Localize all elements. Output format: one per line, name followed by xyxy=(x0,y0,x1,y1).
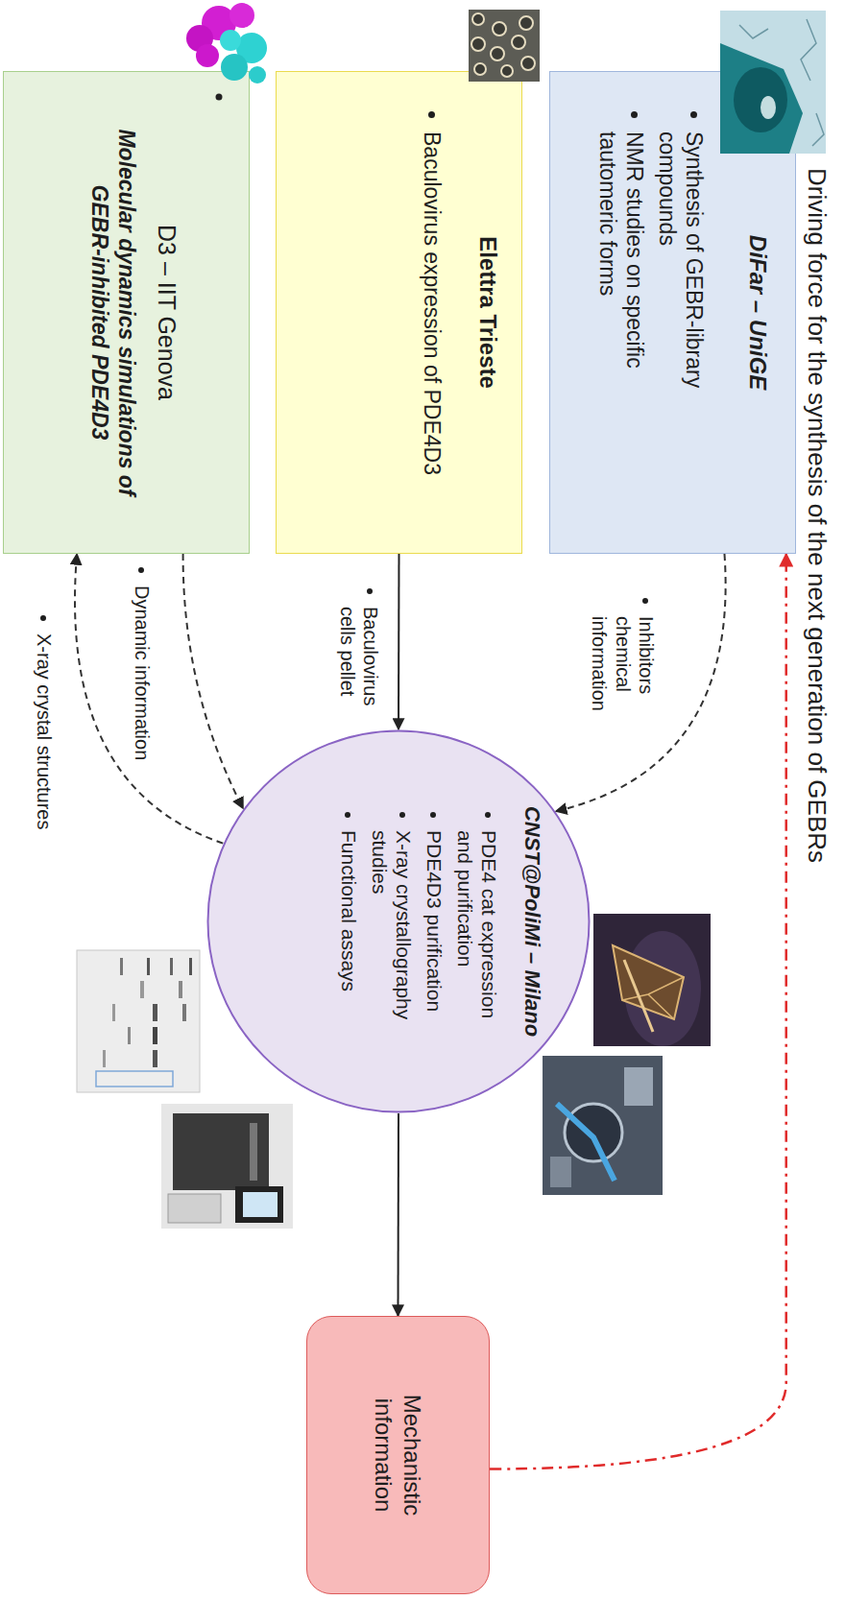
photo-ground xyxy=(593,914,711,1047)
bullet-item: Baculovirus expression of PDE4D3 xyxy=(418,131,446,534)
cell xyxy=(519,16,533,30)
bullet-item: Synthesis of GEBR-library compounds xyxy=(653,131,708,449)
cell xyxy=(492,22,507,36)
connector-arrow xyxy=(397,554,401,730)
gel-band xyxy=(146,958,150,976)
protein-blob xyxy=(219,29,242,51)
vial-shine xyxy=(760,96,776,120)
lab-box: DiFar – UniGE Synthesis of GEBR-library c… xyxy=(549,71,797,555)
gel-band xyxy=(127,1027,131,1045)
connector-arrow xyxy=(555,554,726,812)
cell xyxy=(490,47,505,61)
crystal-photo xyxy=(593,914,711,1047)
box-body: Molecular dynamics simulations of GEBR-i… xyxy=(86,125,141,501)
gel-band xyxy=(152,1004,158,1022)
gel-band xyxy=(112,1004,116,1022)
cells-picture xyxy=(468,9,540,82)
photo-ground xyxy=(161,1104,293,1230)
bullet-item: PDE4 cat expression and purification xyxy=(452,830,502,1052)
connector-arrow xyxy=(397,1113,401,1317)
gel-ground xyxy=(76,950,200,1093)
protein-blob xyxy=(195,44,219,68)
connector-arrow xyxy=(74,554,223,845)
instrument-display xyxy=(242,1192,278,1218)
box-heading: DiFar – UniGE xyxy=(744,91,773,534)
cell xyxy=(501,65,513,77)
protein-blob xyxy=(248,66,266,84)
lab-circle: CNST@PoliMi – Milano PDE4 cat expression … xyxy=(206,729,591,1114)
lab-box: D3 – IIT Genova Molecular dynamics simula… xyxy=(2,71,250,555)
box-heading: D3 – IIT Genova xyxy=(152,91,183,534)
photo-ground xyxy=(542,1056,663,1196)
gel-band xyxy=(189,958,193,976)
result-box: Mechanistic information xyxy=(306,1316,490,1595)
lab-box: Elettra Trieste Baculovirus expression of… xyxy=(275,71,523,555)
instrument-screen xyxy=(235,1186,284,1224)
instrument-photo xyxy=(161,1104,293,1230)
protein-blob xyxy=(220,53,248,81)
gel-band xyxy=(102,1050,106,1068)
gel-band xyxy=(182,1004,187,1022)
connector-arrow xyxy=(183,554,244,809)
device-part xyxy=(624,1067,653,1107)
edge-label: Inhibitors chemical information xyxy=(587,616,658,761)
edge-label: X-ray crystal structures xyxy=(32,633,56,894)
edge-label: Driving force for the synthesis of the n… xyxy=(800,168,832,1273)
gel-band xyxy=(152,1050,158,1068)
gel-lane-mark xyxy=(96,1071,173,1087)
crystal-edge xyxy=(622,977,684,1020)
protein-picture xyxy=(186,2,267,84)
device-part xyxy=(550,1157,572,1188)
instrument-body xyxy=(172,1113,269,1191)
gel-picture xyxy=(76,950,200,1093)
edge-label: Baculovirus cells pellet xyxy=(335,606,383,742)
circle-heading: CNST@PoliMi – Milano xyxy=(518,729,545,1114)
box-heading: Elettra Trieste xyxy=(474,91,503,534)
edge-label: Dynamic information xyxy=(130,585,154,817)
chemistry-picture xyxy=(720,10,826,154)
bullet-item: PDE4D3 purification xyxy=(421,830,447,1052)
cell xyxy=(471,37,485,51)
bullet-dot xyxy=(216,94,223,101)
vial-liquid xyxy=(733,67,788,133)
photo-ground xyxy=(720,10,826,154)
equipment-photo xyxy=(542,1056,663,1196)
crystal-needle xyxy=(624,960,653,1033)
bullet-item: X-ray crystallography studies xyxy=(366,830,416,1052)
bullet-item: Functional assays xyxy=(337,830,363,1052)
protein-blob xyxy=(229,2,255,28)
instrument-slot xyxy=(249,1123,258,1182)
cell xyxy=(511,35,526,49)
bullet-item: NMR studies on specific tautomeric forms xyxy=(594,131,649,449)
gel-band xyxy=(120,958,123,976)
gel-band xyxy=(140,981,145,999)
cell xyxy=(474,63,486,75)
crystal xyxy=(612,945,684,1020)
gel-band xyxy=(178,981,183,999)
photo-ground xyxy=(468,9,540,82)
device-part xyxy=(564,1104,623,1162)
instrument-part xyxy=(168,1194,221,1224)
gel-band xyxy=(152,1027,158,1045)
box-text: Mechanistic information xyxy=(369,1369,427,1543)
vial-body xyxy=(720,43,803,154)
gel-band xyxy=(169,958,173,976)
connector-arrow xyxy=(489,554,787,1471)
cell xyxy=(472,13,484,25)
cell xyxy=(521,56,535,71)
